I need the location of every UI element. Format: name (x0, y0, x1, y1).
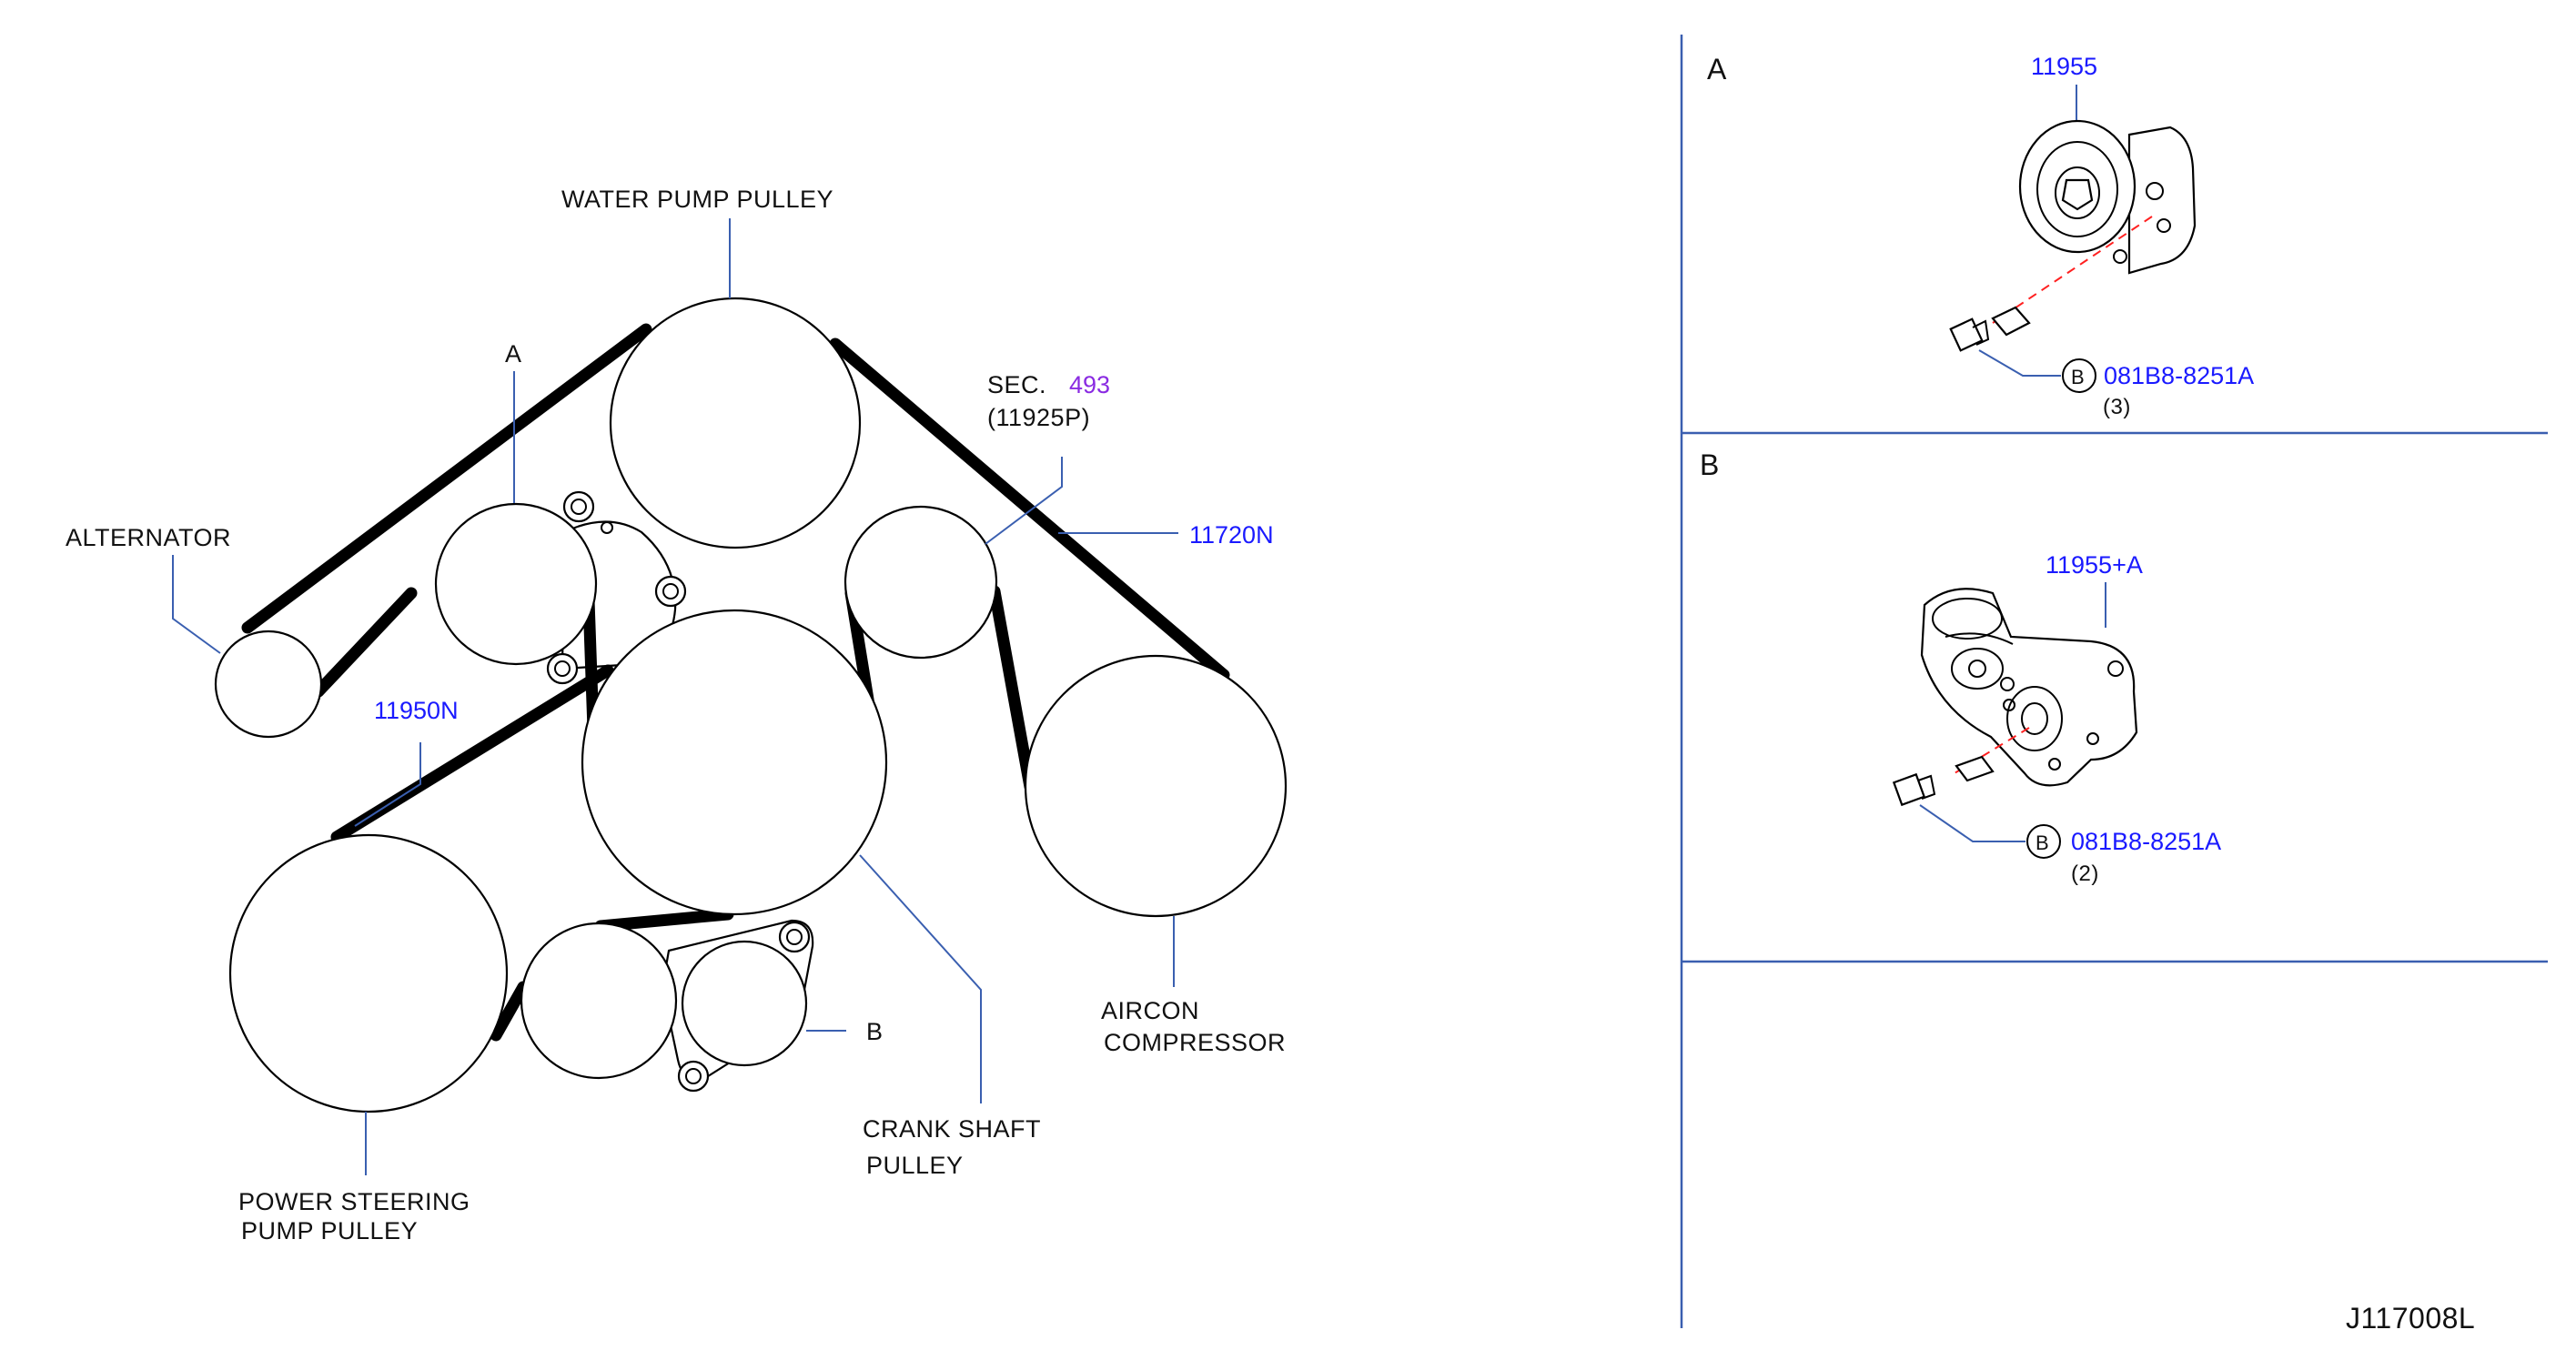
drive-belts (241, 323, 1230, 1042)
alternator-pulley (214, 630, 323, 739)
tensioner-b-pulley-left (520, 922, 678, 1080)
tensioner-a-label: A (505, 340, 522, 368)
detail-b-bolt-circle-letter: B (2036, 831, 2049, 854)
detail-b-panel: B 11955+A B 081B8-8251A (2) (1700, 448, 2221, 886)
tensioner-a-assembly (2018, 119, 2197, 275)
tensioner-b-label: B (866, 1018, 884, 1045)
detail-b-header: B (1700, 448, 1720, 481)
power-steering-label-line2: PUMP PULLEY (241, 1217, 418, 1244)
detail-b-bolt-circle (2026, 824, 2061, 859)
detail-b-part-number: 11955+A (2046, 551, 2143, 579)
tensioner-b-assembly (1920, 588, 2138, 787)
water-pump-pulley-label: WATER PUMP PULLEY (561, 186, 833, 213)
detail-b-bolt-qty: (2) (2071, 861, 2099, 886)
detail-b-bolt (1892, 755, 1995, 807)
crank-shaft-label-line2: PULLEY (866, 1152, 964, 1179)
sec-sub-label: (11925P) (987, 404, 1090, 431)
power-steering-label-line1: POWER STEERING (238, 1188, 470, 1215)
detail-a-bolt-circle-letter: B (2071, 366, 2085, 388)
detail-frame (1680, 35, 2548, 1328)
detail-a-bolt-circle (2062, 358, 2096, 393)
aircon-compressor-pulley (1024, 654, 1288, 918)
belt-layout: WATER PUMP PULLEY A ALTERNATOR SEC. 493 … (66, 186, 1288, 1244)
aircon-label-line2: COMPRESSOR (1104, 1029, 1286, 1056)
detail-a-header: A (1707, 53, 1727, 86)
drawing-code: J117008L (2346, 1302, 2475, 1335)
sec-number-label: 493 (1069, 371, 1110, 398)
part-11950n-label: 11950N (374, 697, 459, 724)
part-11720n-label: 11720N (1189, 521, 1274, 549)
detail-a-bolt-part: 081B8-8251A (2104, 362, 2254, 389)
detail-a-part-number: 11955 (2031, 53, 2097, 80)
leader-lines (172, 218, 1178, 1175)
aircon-label-line1: AIRCON (1101, 997, 1199, 1024)
crank-shaft-pulley (581, 609, 888, 916)
idler-pulley (844, 505, 998, 660)
water-pump-pulley (609, 297, 862, 549)
power-steering-pump-pulley (228, 833, 509, 1113)
detail-a-centerline (1992, 216, 2153, 324)
detail-a-panel: A 11955 B 081B8-8251A (3) (1707, 53, 2254, 419)
alternator-label: ALTERNATOR (66, 524, 231, 551)
detail-a-bolt-qty: (3) (2103, 395, 2131, 419)
detail-a-bolt (1949, 306, 2031, 352)
tensioner-a-pulley (434, 502, 598, 666)
sec-prefix-label: SEC. (987, 371, 1046, 398)
tensioner-b-pulley-right (681, 940, 808, 1067)
detail-b-bolt-part: 081B8-8251A (2071, 828, 2221, 855)
crank-shaft-label-line1: CRANK SHAFT (863, 1115, 1041, 1143)
